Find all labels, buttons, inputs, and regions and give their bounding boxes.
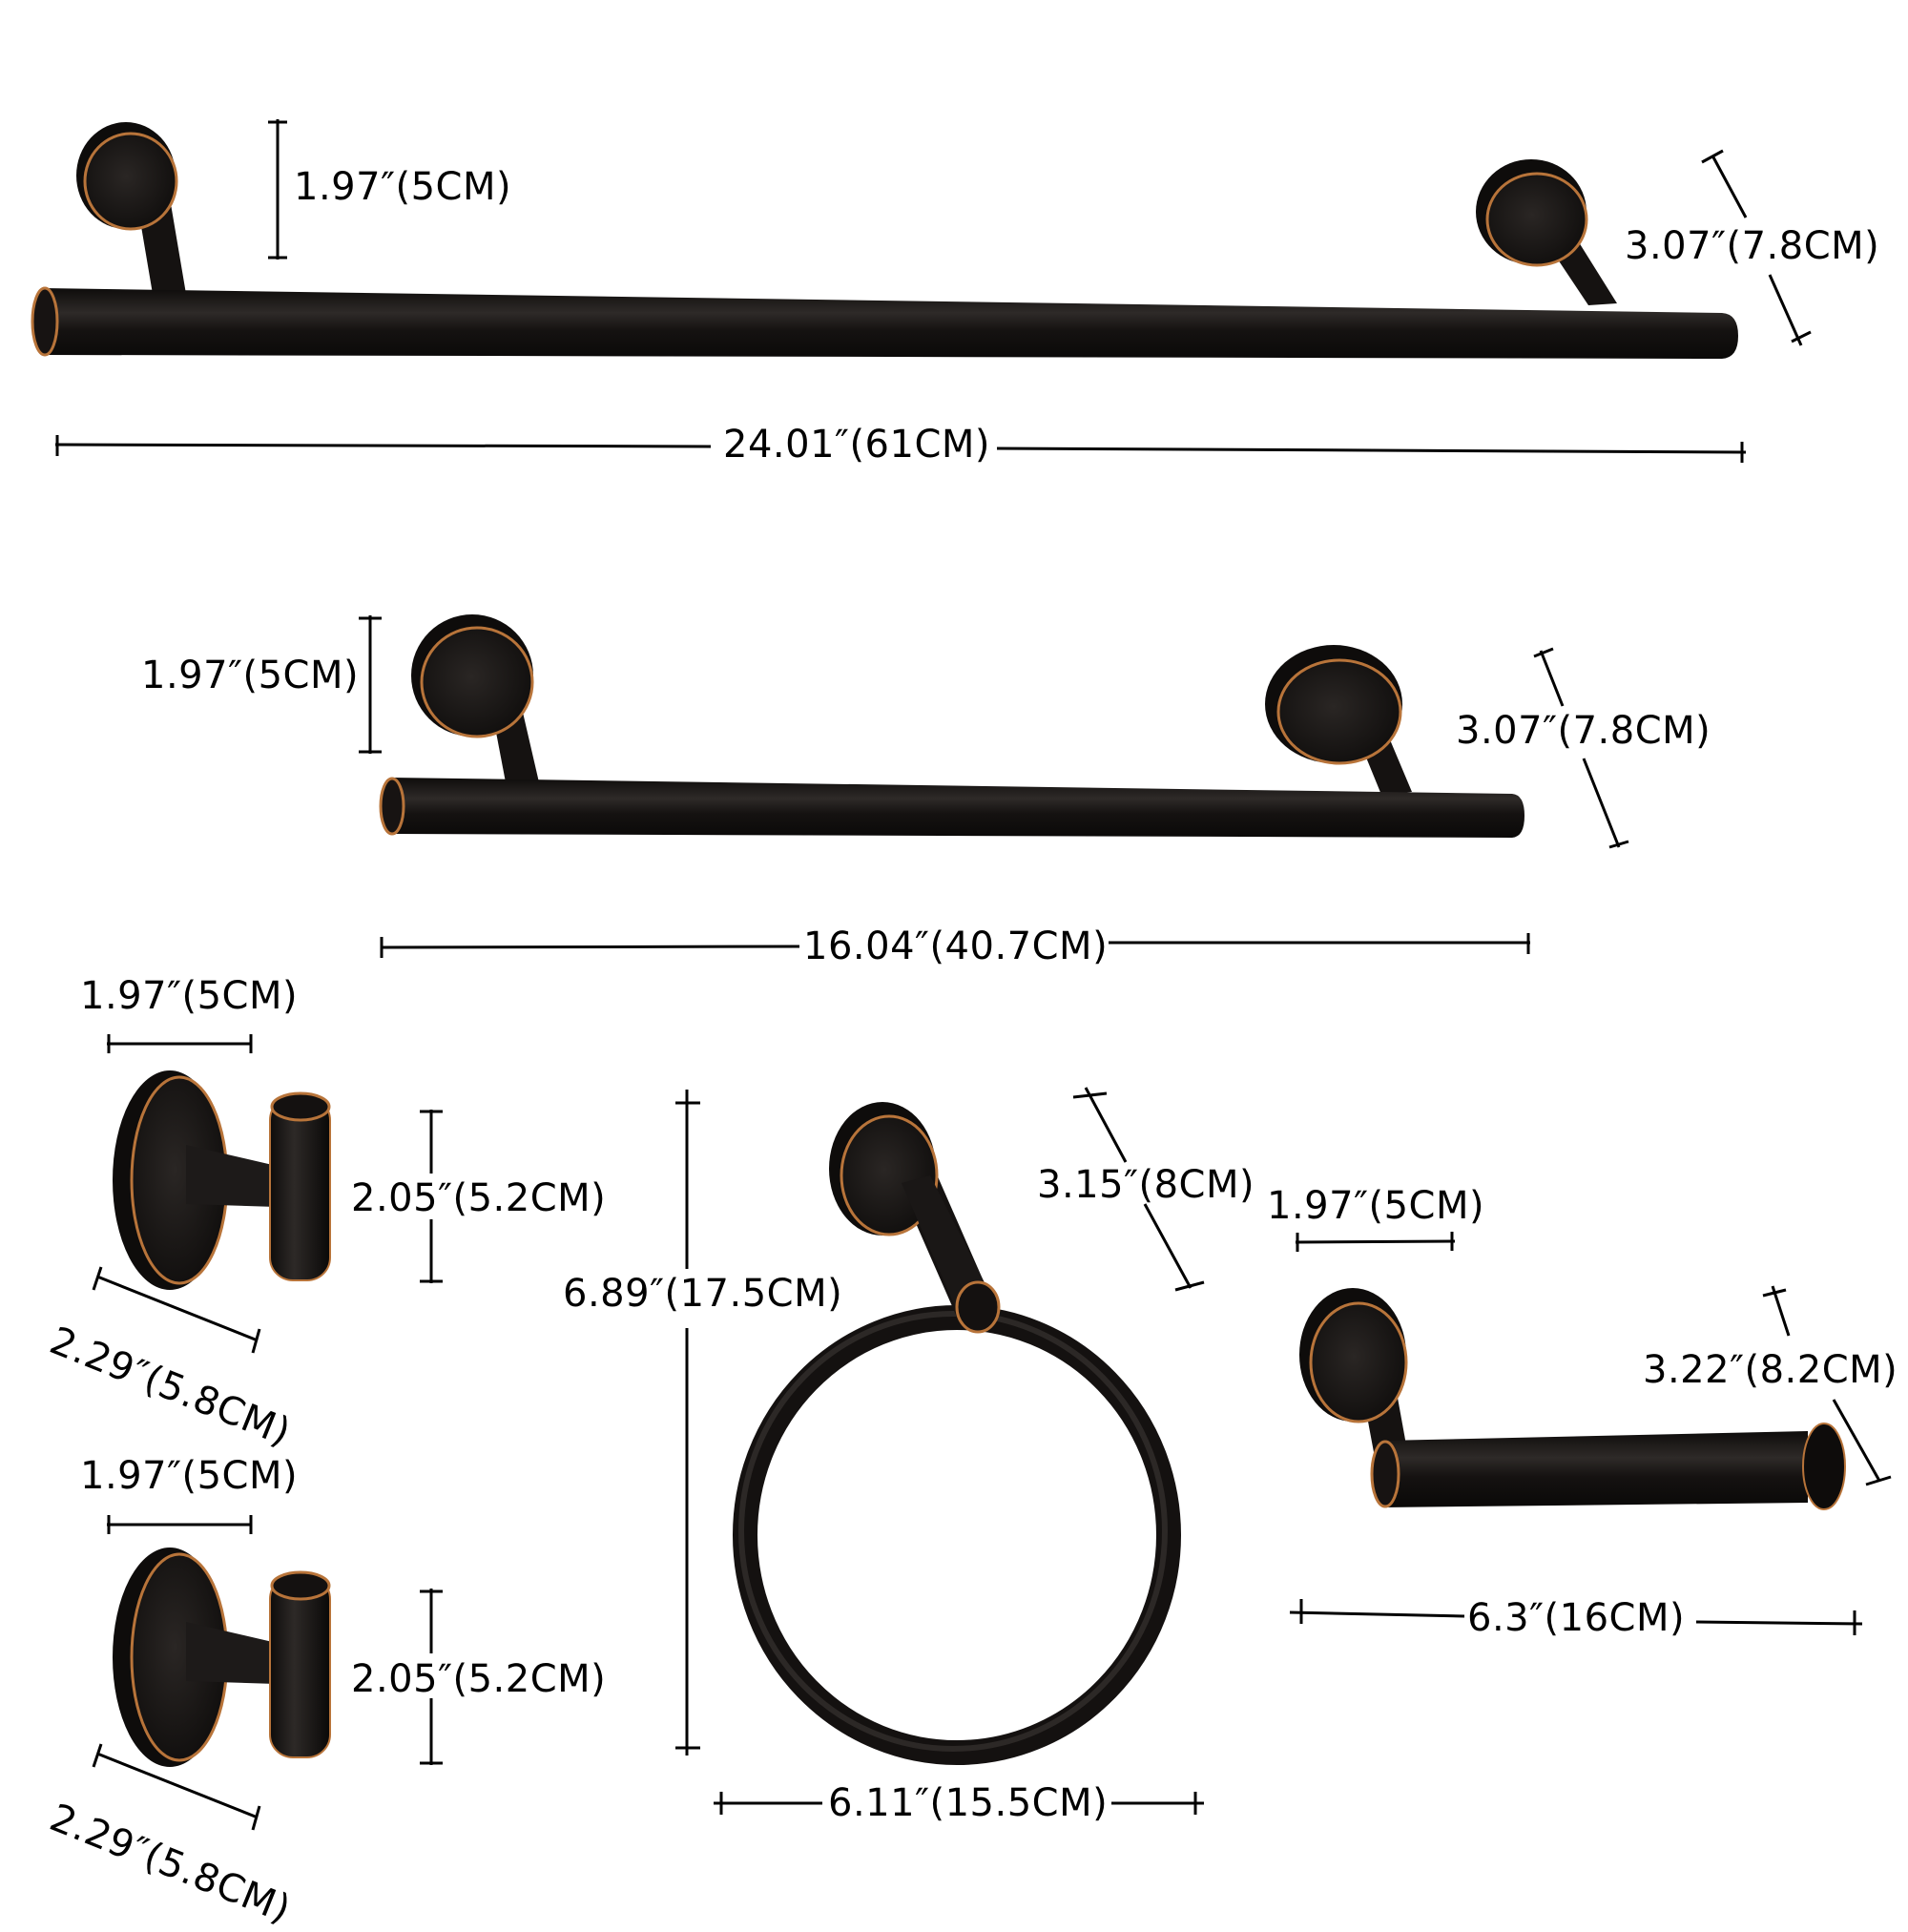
dim-label-hook1-height: 2.05″(5.2CM) [351,1176,607,1220]
dimension-lines-bar-24 [54,119,1812,463]
dim-label-bar24-length: 24.01″(61CM) [723,423,991,467]
dim-label-hook2-height: 2.05″(5.2CM) [351,1657,607,1701]
bar-end-cap [31,286,59,357]
dim-label-bar16-flange: 1.97″(5CM) [141,654,360,697]
towel-ring-illustration [733,1102,1181,1765]
dim-label-bar16-projection: 3.07″(7.8CM) [1456,709,1711,753]
dim-label-bar24-projection: 3.07″(7.8CM) [1625,224,1880,268]
flange-left-icon [411,614,534,738]
dim-label-tp-length: 6.3″(16CM) [1467,1596,1686,1640]
dimension-lines-toilet-paper-holder [1289,1232,1892,1635]
towel-bar-24-illustration [31,122,1738,359]
dim-label-ring-projection: 3.15″(8CM) [1037,1163,1255,1207]
dim-label-tp-projection: 3.22″(8.2CM) [1643,1348,1898,1392]
dim-label-hook1-flange: 1.97″(5CM) [80,974,299,1018]
dim-label-ring-height: 6.89″(17.5CM) [563,1272,843,1316]
flange-left-icon [76,122,178,231]
dim-label-bar24-flange: 1.97″(5CM) [294,165,512,209]
dim-label-bar16-length: 16.04″(40.7CM) [803,924,1109,968]
robe-hook-2-illustration [113,1548,331,1767]
dim-label-tp-flange: 1.97″(5CM) [1267,1184,1485,1228]
dimension-lines-towel-ring [675,1087,1205,1815]
towel-bar-16-illustration [379,614,1524,838]
toilet-paper-holder-illustration [1299,1288,1846,1510]
flange-right-icon [1265,645,1402,765]
flange-right-icon [1476,159,1588,267]
dimension-lines-bar-16 [359,615,1629,958]
dimension-lines-robe-hooks [92,1034,443,1831]
dim-label-ring-width: 6.11″(15.5CM) [828,1781,1109,1825]
dim-label-hook2-flange: 1.97″(5CM) [80,1454,299,1498]
robe-hook-1-illustration [113,1070,331,1290]
